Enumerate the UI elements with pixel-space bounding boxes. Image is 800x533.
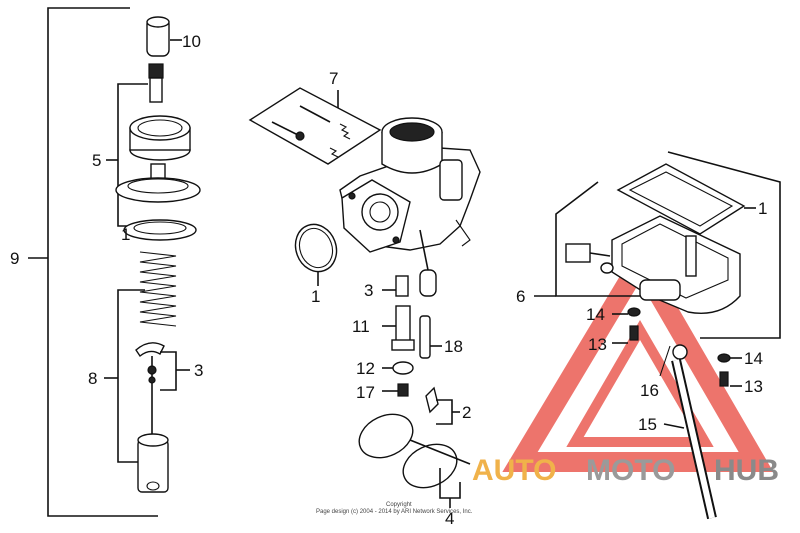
callout-16: 16 (640, 381, 659, 400)
copyright-line-2: Page design (c) 2004 - 2014 by ARI Netwo… (316, 509, 473, 515)
callout-14-right: 14 (744, 349, 763, 368)
part-5-group (106, 63, 201, 241)
callout-5: 5 (92, 151, 101, 170)
part-10-cap (146, 16, 182, 57)
spring (139, 251, 177, 327)
drain-screw-left (565, 243, 614, 274)
watermark-hub: HUB (714, 454, 779, 487)
callout-8: 8 (88, 369, 97, 388)
callout-12: 12 (356, 359, 375, 378)
callout-2: 2 (462, 403, 471, 422)
left-bracket-9 (28, 7, 158, 517)
part-2-float-valve (425, 386, 460, 425)
callout-13-left: 13 (588, 335, 607, 354)
float-bowl (611, 215, 741, 314)
watermark-logo: AUTO MOTO HUB (472, 454, 779, 487)
part-7-kit (248, 87, 382, 165)
callout-11: 11 (352, 317, 370, 336)
callout-4: 4 (445, 509, 454, 528)
callout-1-center: 1 (311, 287, 320, 306)
jets-column (382, 275, 442, 397)
callout-9: 9 (10, 249, 19, 268)
callout-18: 18 (444, 337, 463, 356)
callout-10: 10 (182, 32, 201, 51)
o-ring (294, 223, 338, 286)
small-screws (612, 307, 742, 387)
part-3-left-bracket (160, 351, 190, 391)
carburetor-body (339, 117, 481, 297)
callout-3-center: 3 (364, 281, 373, 300)
drain-hose (659, 344, 717, 520)
callout-1-left: 1 (121, 225, 130, 244)
callout-6: 6 (516, 287, 525, 306)
watermark-triangle (502, 242, 774, 472)
part-4-floats (358, 413, 471, 508)
watermark-auto: AUTO (472, 454, 556, 487)
copyright-line-1: Copyright (386, 502, 412, 508)
callout-15: 15 (638, 415, 657, 434)
watermark-moto: MOTO (586, 454, 675, 487)
callout-17: 17 (356, 383, 375, 402)
callout-13-right: 13 (744, 377, 763, 396)
part-8-group (104, 289, 169, 493)
bowl-gasket-1 (616, 163, 756, 235)
callout-1-right: 1 (758, 199, 767, 218)
callout-14-left: 14 (586, 305, 605, 324)
callout-3-left: 3 (194, 361, 203, 380)
bowl-bracket-6 (534, 151, 781, 339)
callout-7: 7 (329, 69, 338, 88)
